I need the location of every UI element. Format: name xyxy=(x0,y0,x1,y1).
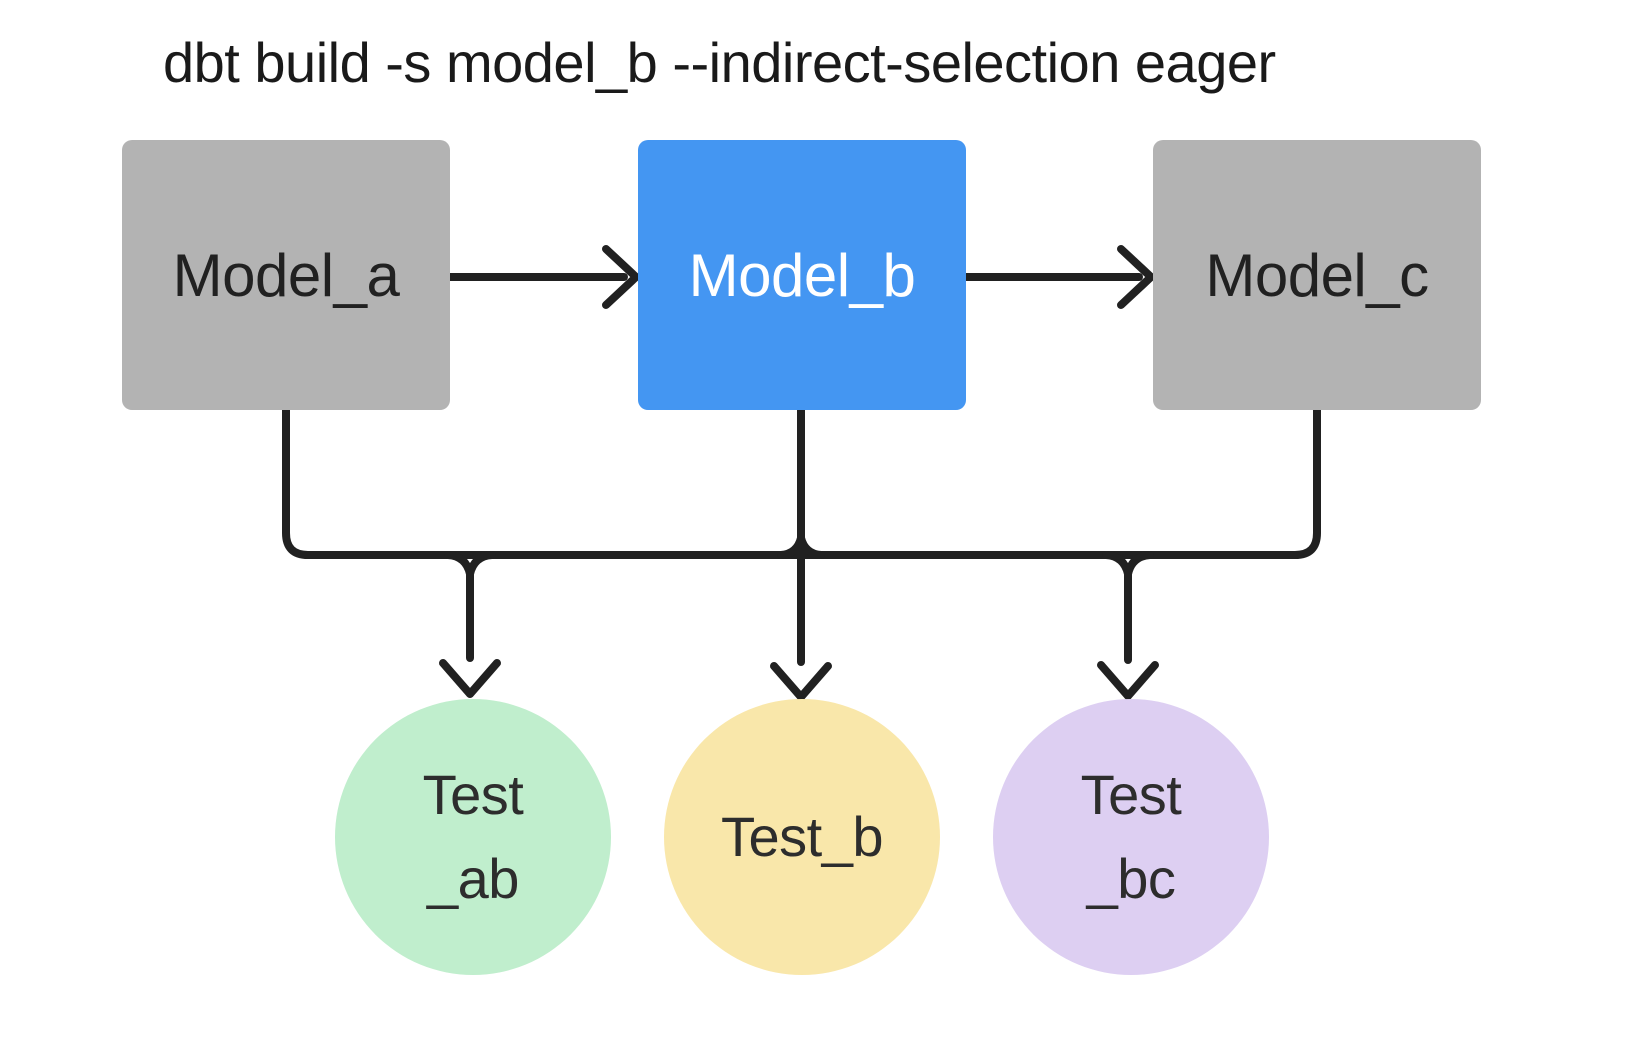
node-test-ab: Test _ab xyxy=(335,699,611,975)
node-model-a-label: Model_a xyxy=(172,241,400,309)
node-test-bc: Test _bc xyxy=(993,699,1269,975)
node-model-b-label: Model_b xyxy=(688,241,916,309)
arrowhead-model-b xyxy=(602,245,640,309)
command-title: dbt build -s model_b --indirect-selectio… xyxy=(163,31,1276,94)
edge-branch-test-bc xyxy=(1102,551,1154,664)
arrowhead-test-bc xyxy=(1097,661,1159,700)
node-model-c: Model_c xyxy=(1153,140,1481,410)
node-test-b-label: Test_b xyxy=(721,805,884,868)
junction-fillet-model-b xyxy=(777,534,825,559)
node-test-bc-label: Test _bc xyxy=(1080,763,1182,910)
arrowhead-test-b xyxy=(770,662,832,701)
node-model-b: Model_b xyxy=(638,140,966,410)
node-test-b: Test_b xyxy=(664,699,940,975)
edge-branch-test-ab xyxy=(444,551,496,662)
arrowhead-model-c xyxy=(1117,245,1155,309)
node-model-a: Model_a xyxy=(122,140,450,410)
node-test-ab-label: Test _ab xyxy=(422,763,524,910)
arrowhead-test-ab xyxy=(439,659,501,698)
node-model-c-label: Model_c xyxy=(1205,241,1429,309)
